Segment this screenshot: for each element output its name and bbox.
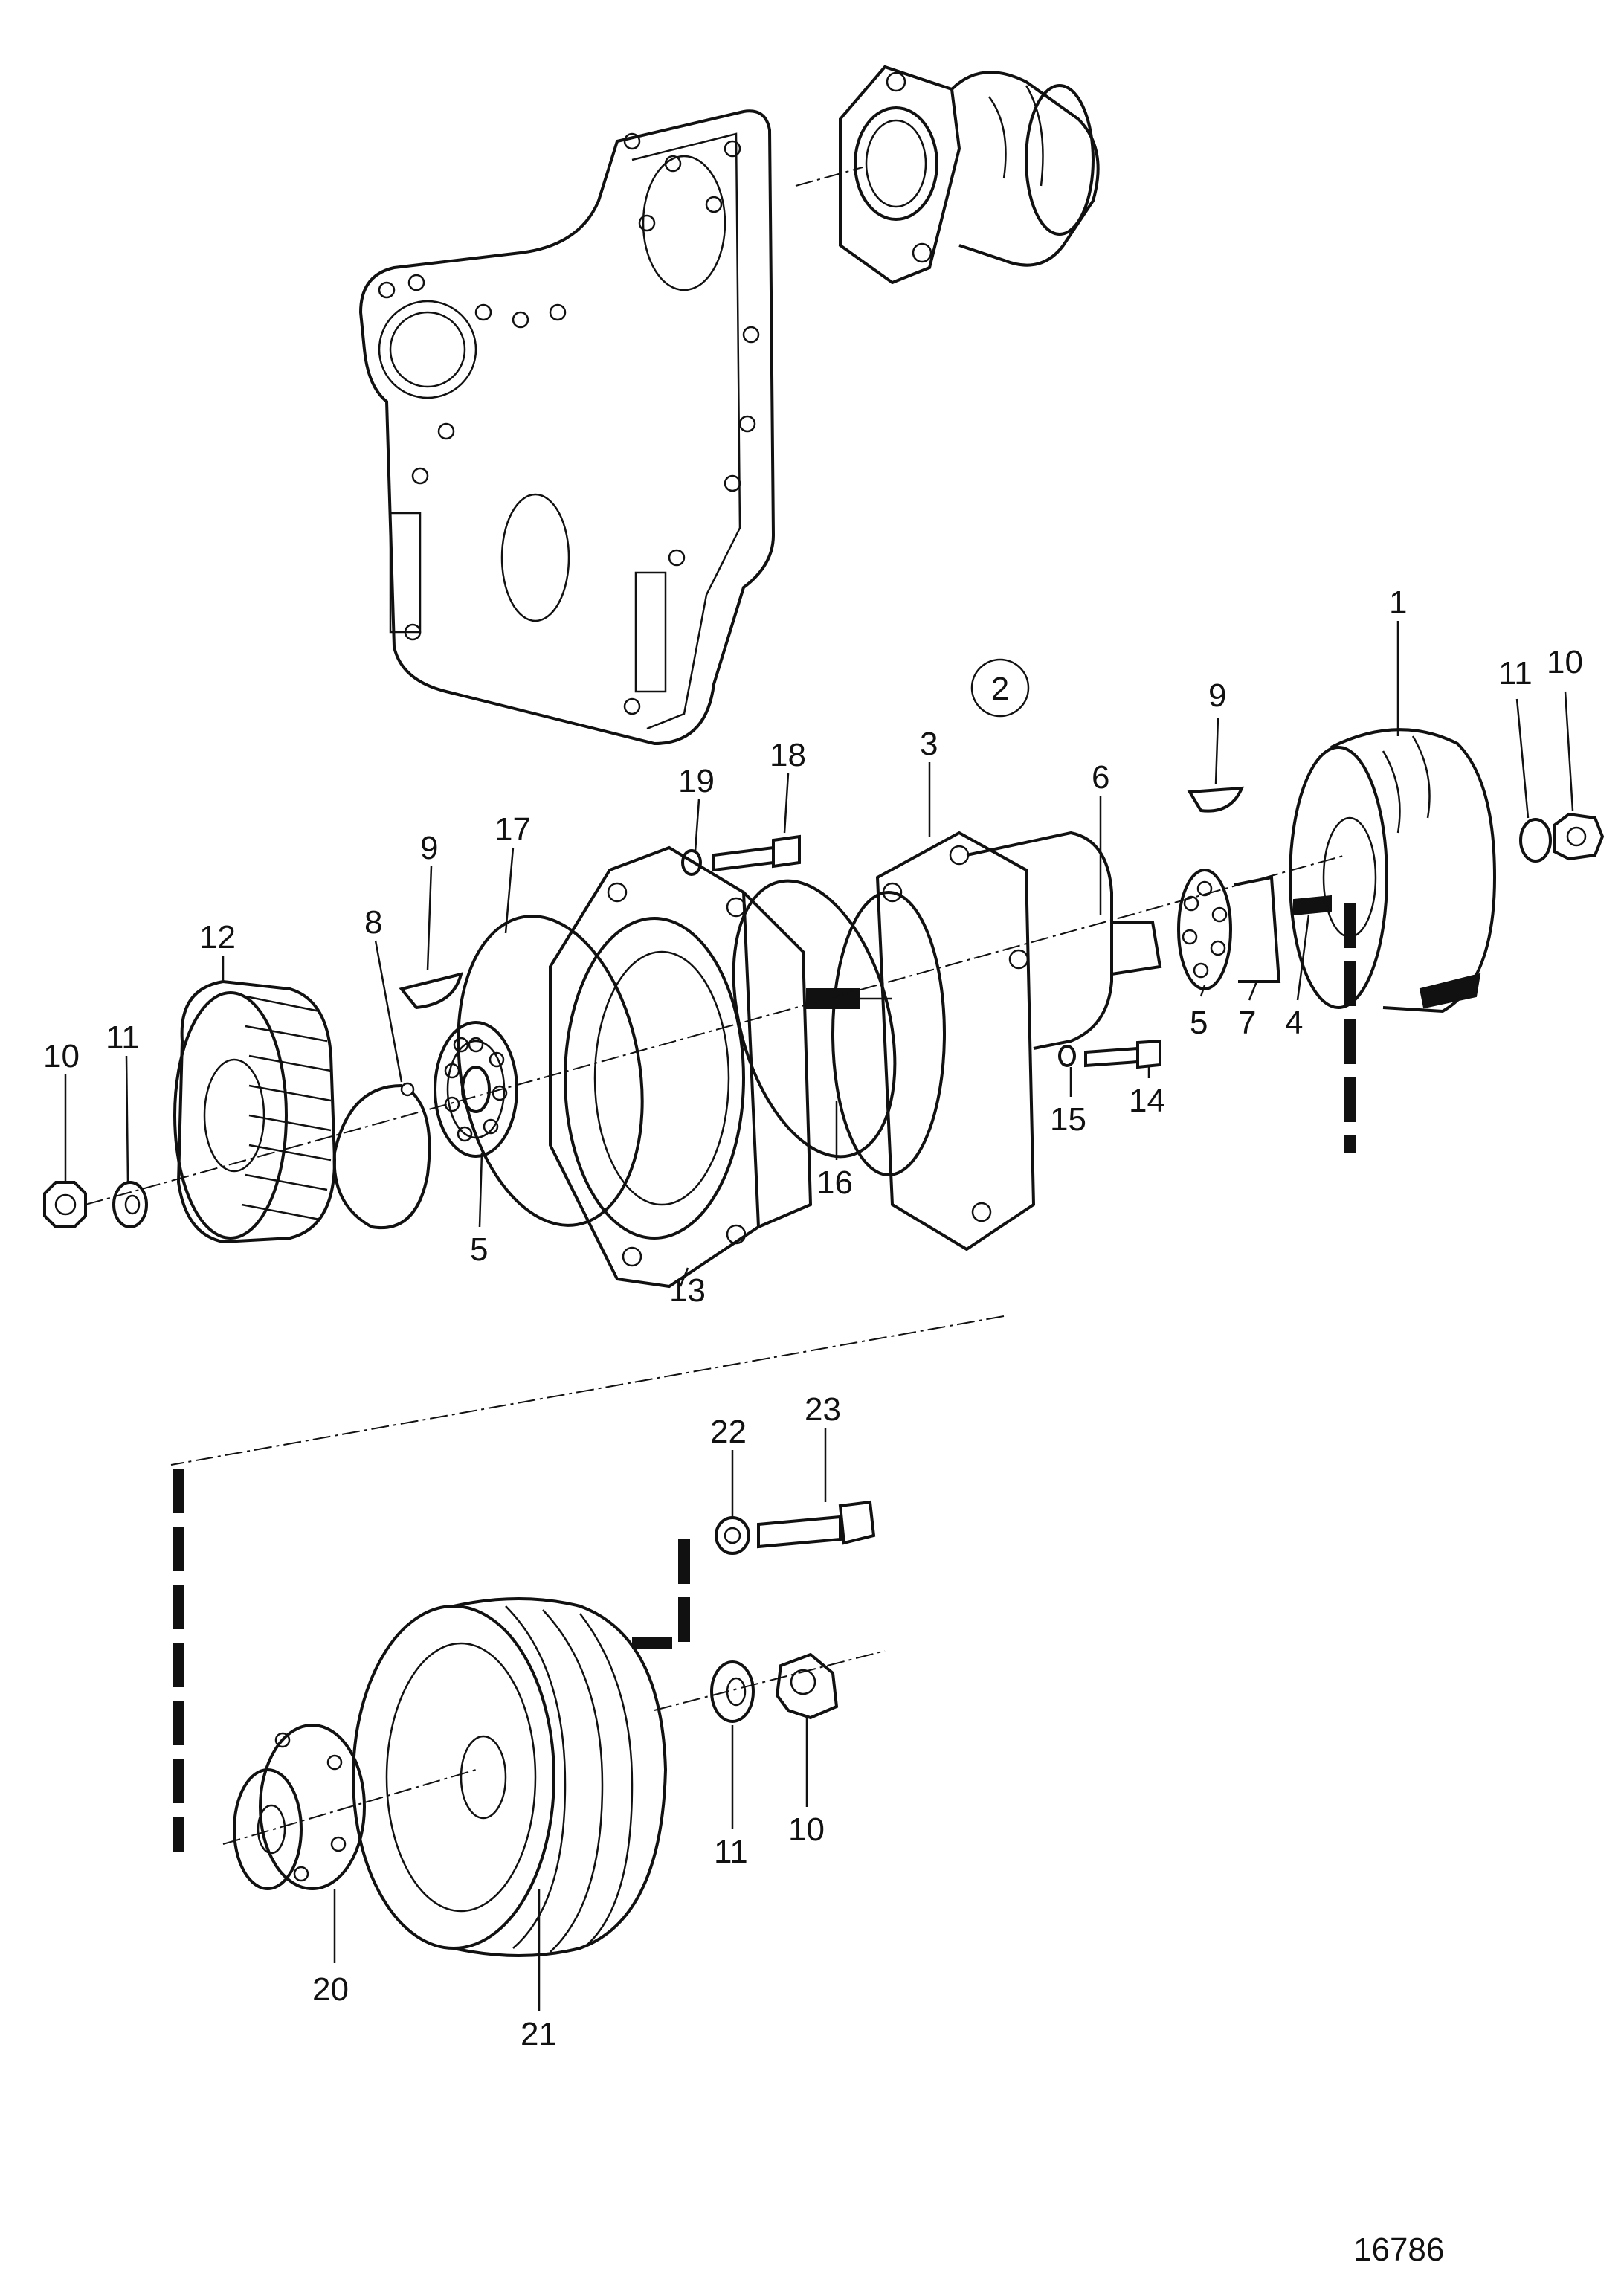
key-right (1187, 786, 1245, 813)
label-part-23: 23 (805, 1391, 841, 1428)
label-part-9: 9 (1208, 677, 1226, 714)
label-part-10c: 10 (788, 1811, 825, 1848)
label-part-17: 17 (494, 811, 531, 848)
callout-circle: 2 (970, 658, 1030, 718)
label-part-1: 1 (1389, 584, 1407, 621)
nut-bottom (710, 1652, 839, 1723)
label-part-3: 3 (920, 726, 938, 762)
gear-part (173, 979, 337, 1244)
label-part-7: 7 (1238, 1005, 1256, 1041)
label-part-20: 20 (312, 1971, 349, 2008)
label-part-16: 16 (816, 1164, 853, 1201)
label-part-21: 21 (521, 2016, 557, 2052)
housing-cover (549, 845, 813, 1289)
label-part-9b: 9 (420, 830, 438, 866)
label-part-5: 5 (470, 1231, 488, 1268)
label-part-4: 4 (1285, 1005, 1303, 1041)
label-part-18: 18 (770, 737, 806, 773)
hub-part (233, 1724, 366, 1890)
pulley-part (352, 1597, 668, 1957)
label-part-11b: 11 (106, 1019, 140, 1056)
pump-body (806, 831, 1113, 1251)
bolt-18 (681, 834, 801, 876)
timing-cover-plate (358, 109, 776, 746)
label-part-12: 12 (199, 919, 236, 956)
callout-label: 2 (991, 671, 1009, 707)
label-part-19: 19 (678, 763, 715, 799)
label-part-11: 11 (1498, 655, 1533, 692)
key-left (399, 972, 463, 1010)
label-part-14: 14 (1129, 1083, 1165, 1119)
circlip-part (332, 1082, 431, 1230)
label-part-11c: 11 (714, 1834, 748, 1870)
label-part-8: 8 (364, 904, 382, 941)
bolt-14 (1058, 1039, 1161, 1069)
label-part-6: 6 (1092, 759, 1109, 796)
bolt-23 (715, 1500, 876, 1555)
label-part-10: 10 (1547, 644, 1583, 680)
impeller-part (1289, 728, 1497, 1014)
drawing-number: 16786 (1353, 2232, 1444, 2268)
outlet-housing (839, 65, 1100, 285)
label-part-15: 15 (1050, 1101, 1086, 1138)
nut-left (43, 1181, 148, 1228)
o-ring-17 (457, 915, 644, 1227)
label-part-5b: 5 (1190, 1005, 1208, 1041)
label-part-13: 13 (669, 1272, 706, 1309)
bearing-left (434, 1021, 518, 1158)
part-labels: 1 11 10 9 6 3 18 19 17 9 8 12 10 11 5 13… (43, 584, 1583, 2052)
pump-shaft (1111, 869, 1332, 990)
nut-right (1519, 812, 1605, 863)
leader-lines (64, 621, 1574, 2011)
label-part-10b: 10 (43, 1038, 80, 1074)
connector-dashed-mid (632, 1539, 690, 1649)
label-part-22: 22 (710, 1414, 747, 1450)
